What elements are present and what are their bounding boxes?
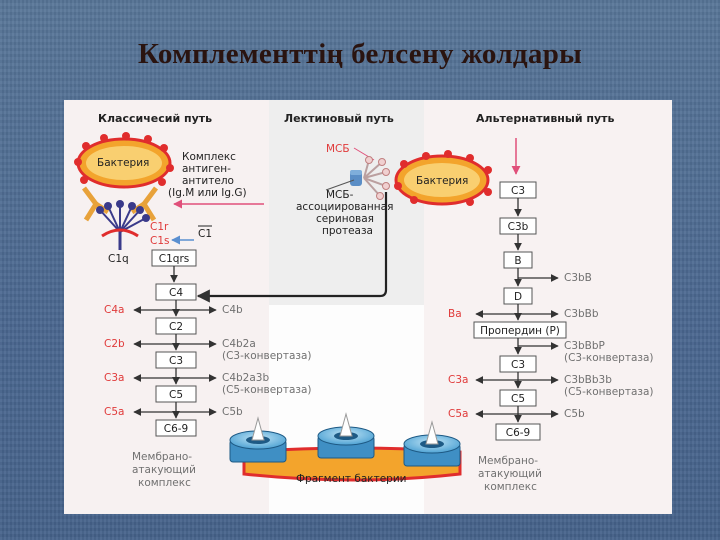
alternative-box-properdin xyxy=(473,321,567,339)
alternative-left-ba: Ba xyxy=(448,308,462,320)
classical-right-c4b2a: C4b2a xyxy=(222,338,256,350)
diagram-panel: Классичесий путь Лектиновый путь Альтерн… xyxy=(64,100,672,514)
mbl-label: МСБ xyxy=(326,143,350,155)
alternative-right-c5b: C5b xyxy=(564,408,585,420)
antigen-complex-line-4: (Ig.M или Ig.G) xyxy=(168,187,247,199)
antigen-complex-line-3: антитело xyxy=(182,175,234,187)
alternative-box-c6-9-label: C6-9 xyxy=(506,427,530,439)
classical-right-c4b2a3b: C4b2a3b xyxy=(222,372,269,384)
alternative-right-c3bbbp: C3bBbP xyxy=(564,340,605,352)
classical-box-c4-label: C4 xyxy=(169,287,183,299)
protease-line-3: сериновая xyxy=(316,213,374,225)
classical-left-c5a: C5a xyxy=(104,406,124,418)
alternative-mac-line-1: Мембрано- xyxy=(478,455,538,467)
classical-left-c4a: C4a xyxy=(104,304,124,316)
protease-line-1: МСБ- xyxy=(326,189,354,201)
lectin-column-bg xyxy=(269,100,424,305)
fragment-label: Фрагмент бактерии xyxy=(296,473,407,485)
c1-inhibitor-label: C1 xyxy=(198,228,212,240)
complement-pathways-diagram: Классичесий путь Лектиновый путь Альтерн… xyxy=(64,100,672,514)
classical-right-c3-convertase: (C3-конвертаза) xyxy=(222,350,312,362)
alternative-left-c3a: C3a xyxy=(448,374,468,386)
c1q-molecule xyxy=(96,200,150,250)
classical-bacteria-spikes xyxy=(74,132,174,186)
alternative-header: Альтернативный путь xyxy=(476,112,615,125)
alternative-box-d-label: D xyxy=(514,291,522,303)
classical-right-c4b: C4b xyxy=(222,304,243,316)
mbl-molecule xyxy=(350,156,390,200)
mac-pore-right xyxy=(403,420,461,467)
classical-bacteria-label: Бактерия xyxy=(97,157,149,169)
lectin-to-c4-connector xyxy=(196,192,388,303)
protease-line-4: протеаза xyxy=(322,225,373,237)
classical-right-c5b: C5b xyxy=(222,406,243,418)
alternative-right-c3-convertase: (C3-конвертаза) xyxy=(564,352,654,364)
alternative-left-c5a: C5a xyxy=(448,408,468,420)
mac-pore-center xyxy=(317,412,375,459)
alternative-right-c3bbb3b: C3bBb3b xyxy=(564,374,612,386)
classical-header: Классичесий путь xyxy=(98,112,212,125)
alternative-box-c5-label: C5 xyxy=(511,393,525,405)
classical-cascade: C1qrs C4 C2 C3 C5 C6-9 xyxy=(133,249,217,437)
slide-title: Комплементтің белсену жолдары xyxy=(137,38,583,70)
classical-left-c2b: C2b xyxy=(104,338,125,350)
alternative-cascade: C3 C3b B D Пропердин (P) C3 C5 C6-9 xyxy=(473,181,567,441)
c1q-label: C1q xyxy=(108,253,129,265)
classical-mac-line-2: атакующий xyxy=(132,464,196,476)
alternative-box-c3-label: C3 xyxy=(511,185,525,197)
classical-mac-line-3: комплекс xyxy=(138,477,191,489)
alternative-box-c6-9 xyxy=(495,423,541,441)
antigen-complex-line-1: Комплекс xyxy=(182,151,236,163)
classical-box-c2-label: C2 xyxy=(169,321,183,333)
protease-pointer xyxy=(325,179,355,191)
classical-right-c5-convertase: (C5-конвертаза) xyxy=(222,384,312,396)
antigen-complex-line-2: антиген- xyxy=(182,163,231,175)
classical-mac-line-1: Мембрано- xyxy=(132,451,192,463)
alternative-box-c3-second-label: C3 xyxy=(511,359,525,371)
alternative-box-b-label: B xyxy=(514,255,521,267)
lectin-header: Лектиновый путь xyxy=(284,112,394,125)
c1r-label: C1r xyxy=(150,221,169,233)
alternative-right-c3bbb: C3bBb xyxy=(564,308,599,320)
alternative-box-properdin-label: Пропердин (P) xyxy=(480,325,560,337)
protease-line-2: ассоциированная xyxy=(296,201,393,213)
c1s-label: C1s xyxy=(150,235,169,247)
mac-pore-left xyxy=(229,416,287,463)
classical-box-c1qrs-label: C1qrs xyxy=(159,253,189,265)
alternative-mac-line-2: атакующий xyxy=(478,468,542,480)
alternative-mac-line-3: комплекс xyxy=(484,481,537,493)
alternative-right-c5-convertase: (C5-конвертаза) xyxy=(564,386,654,398)
classical-box-c6-9 xyxy=(155,419,197,437)
classical-box-c5-label: C5 xyxy=(169,389,183,401)
alternative-bacteria xyxy=(394,150,492,206)
alternative-box-c3b-label: C3b xyxy=(508,221,529,233)
classical-box-c6-9-label: C6-9 xyxy=(164,423,188,435)
alternative-right-c3bb: C3bB xyxy=(564,272,592,284)
alternative-bacteria-label: Бактерия xyxy=(416,175,468,187)
classical-left-c3a: C3a xyxy=(104,372,124,384)
classical-box-c3-label: C3 xyxy=(169,355,183,367)
